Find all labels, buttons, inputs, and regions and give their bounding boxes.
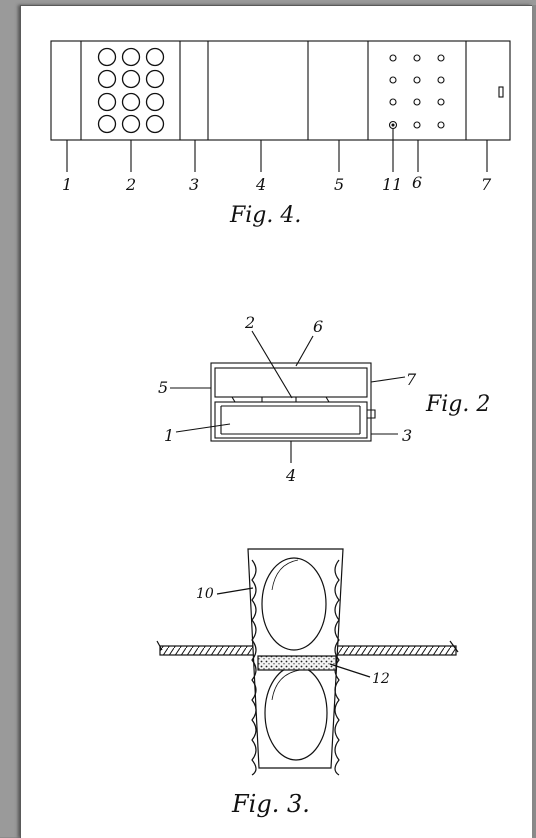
fig3-egg-top (261, 557, 327, 651)
fig4-large-holes (97, 47, 165, 134)
fig4-caption: Fig. 4. (229, 203, 301, 228)
fig2-label-2: 2 (244, 313, 255, 332)
fig2-upper-tray (214, 367, 368, 398)
fig2-handle (367, 409, 376, 419)
fig4-latch (498, 86, 504, 98)
fig4-label-5: 5 (334, 175, 344, 194)
fig2-labels: 2 6 5 7 1 3 4 Fig. 2 (158, 313, 490, 485)
fig2-lower-drawer (214, 401, 368, 439)
fig4-label-6: 6 (412, 173, 422, 192)
fig4-drawing (50, 40, 511, 172)
fig4-outline (50, 40, 511, 141)
fig4-label-7: 7 (481, 175, 492, 194)
fig4-label-1: 1 (62, 175, 72, 194)
fig3-labels: 10 12 Fig. 3. (196, 586, 390, 818)
fig2-label-3: 3 (402, 426, 412, 445)
fig3-separator (257, 655, 337, 671)
fig3-label-12: 12 (372, 671, 390, 687)
fig4-label-11: 11 (382, 175, 402, 194)
fig2-label-4: 4 (285, 466, 296, 485)
fig4-label-2: 2 (125, 175, 136, 194)
fig2-label-6: 6 (313, 317, 323, 336)
fig3-egg-bottom (264, 665, 328, 761)
fig3-drawing (156, 548, 459, 776)
fig2-label-1: 1 (164, 426, 174, 445)
fig3-lining-left (251, 559, 257, 776)
fig2-drawing (170, 330, 406, 463)
page-shadow (531, 5, 536, 837)
fig4-label-3: 3 (189, 175, 199, 194)
fig4-small-holes (388, 54, 445, 130)
fig4-label-4: 4 (255, 175, 266, 194)
fig3-label-10: 10 (196, 586, 214, 602)
fig4-leaders (66, 128, 488, 172)
fig2-caption: Fig. 2 (425, 392, 490, 417)
fig4-labels: 1 2 3 4 5 11 6 7 Fig. 4. (62, 173, 492, 228)
fig2-label-7: 7 (406, 370, 417, 389)
fig2-label-5: 5 (158, 378, 168, 397)
fig3-caption: Fig. 3. (231, 790, 310, 818)
